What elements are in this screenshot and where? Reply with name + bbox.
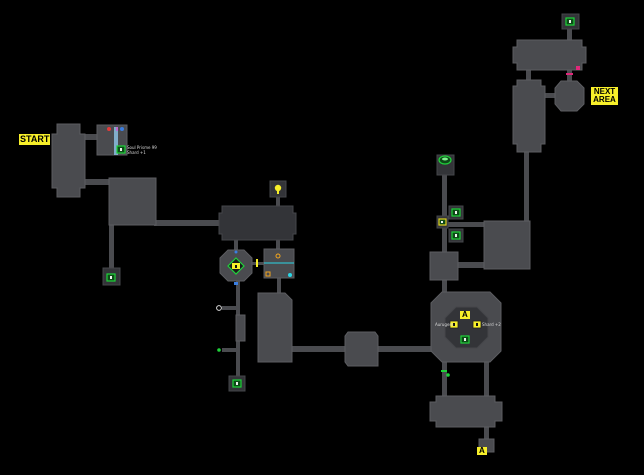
room-east-square xyxy=(483,220,531,270)
room-tall-east xyxy=(512,79,546,153)
chest-icon-a[interactable] xyxy=(451,208,461,217)
room-narrow-west xyxy=(235,314,246,342)
room-start-hall xyxy=(51,123,86,198)
chest-icon-hub-right[interactable] xyxy=(472,320,482,329)
orb-icon[interactable] xyxy=(274,184,282,194)
chest-icon-b[interactable] xyxy=(438,218,447,226)
blue-bar-marker xyxy=(234,282,238,285)
room-tall-center xyxy=(257,292,293,363)
marker-a-lower: A xyxy=(477,446,487,455)
room-next-area-link xyxy=(554,80,585,112)
switch-icon-west xyxy=(216,305,222,311)
room-north-hall xyxy=(512,39,587,71)
hub-note-right: Shard +2 xyxy=(482,322,501,327)
soul-note-2: Shard +1 xyxy=(127,150,146,155)
orange-box-marker xyxy=(265,271,271,277)
magenta-bar-marker xyxy=(566,73,573,75)
green-bar-marker xyxy=(441,370,447,372)
chest-icon-south[interactable] xyxy=(232,379,242,388)
marker-a-upper: A xyxy=(460,310,470,319)
chest-icon-west[interactable] xyxy=(106,273,116,282)
chest-icon-hub-left[interactable] xyxy=(449,320,459,329)
blue-door-marker xyxy=(114,127,118,155)
chest-icon-c[interactable] xyxy=(451,231,461,240)
green-dot-marker-east xyxy=(446,373,450,377)
key-icon[interactable] xyxy=(227,257,245,275)
markers xyxy=(106,17,580,388)
room-hub-core xyxy=(444,306,489,349)
orange-switch-icon xyxy=(275,253,281,259)
room-big-west xyxy=(108,177,157,226)
next-area-label: NEXT AREA xyxy=(591,87,618,105)
room-south-hall xyxy=(429,395,503,428)
save-point-icon[interactable] xyxy=(438,155,452,165)
chest-icon-soul[interactable] xyxy=(116,145,126,154)
blue-dot-marker xyxy=(234,250,238,254)
purple-marker xyxy=(116,127,118,131)
start-label: START xyxy=(19,134,51,145)
room-dark-hall xyxy=(218,205,297,241)
room-mid-link xyxy=(344,331,379,367)
yellow-door-marker xyxy=(256,259,258,267)
hub-note-left: Aurugem xyxy=(435,322,454,327)
soul-note-1: Soul Prisme 99 xyxy=(127,145,157,150)
red-switch-icon xyxy=(107,127,111,131)
blue-switch-icon xyxy=(120,127,124,131)
cyan-dot-marker xyxy=(288,273,292,277)
room-small-east xyxy=(429,251,459,281)
chest-icon-north[interactable] xyxy=(565,17,575,26)
chest-icon-hub-bottom[interactable] xyxy=(460,335,470,344)
green-dot-marker xyxy=(217,348,221,352)
magenta-marker xyxy=(576,66,580,70)
rooms xyxy=(51,13,587,453)
